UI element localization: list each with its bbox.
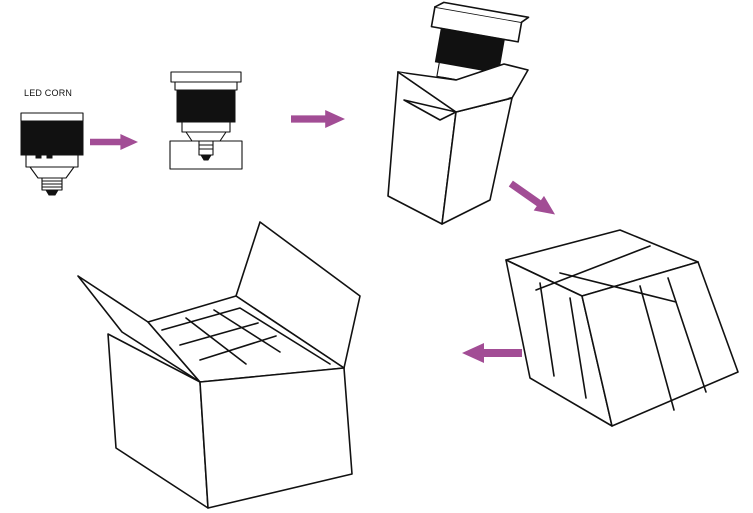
carton-with-lamp-drawing	[387, 1, 530, 225]
arrow-step-4	[462, 343, 522, 363]
led-corn-label: LED CORN	[24, 88, 73, 98]
led-corn-lamp-drawing	[20, 112, 84, 196]
master-box-drawing	[77, 221, 361, 509]
arrow-step-2	[291, 110, 345, 128]
stacked-cartons-drawing	[505, 229, 739, 427]
arrow-step-1	[90, 134, 138, 150]
lamp-with-packaging-drawing	[169, 71, 243, 170]
arrow-step-3	[505, 176, 561, 222]
